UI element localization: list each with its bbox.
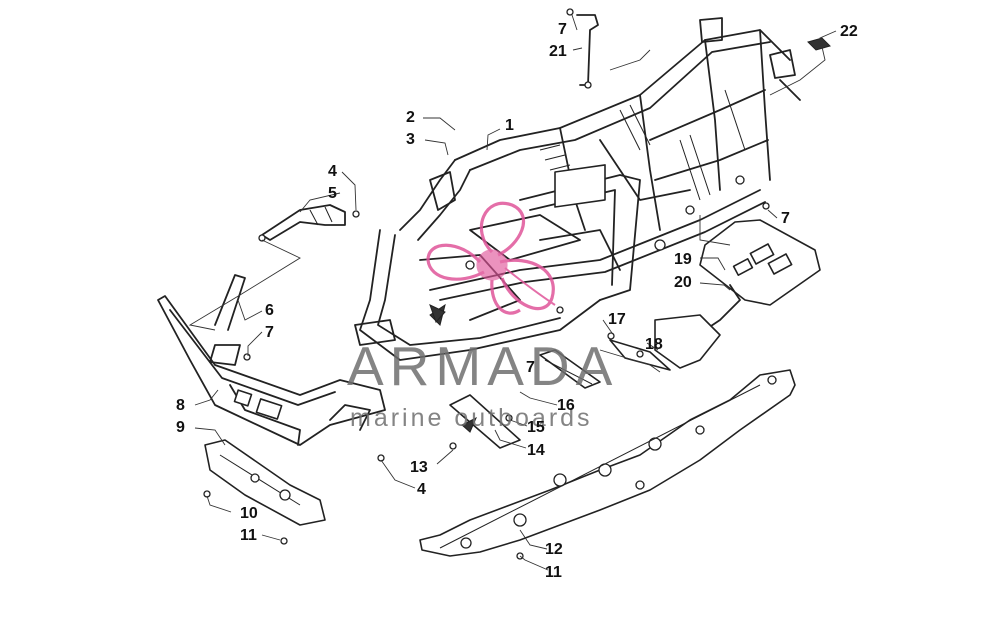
callout-13: 13 (410, 459, 428, 476)
callout-4-top: 4 (328, 163, 337, 180)
callout-16: 16 (557, 397, 575, 414)
callout-21: 21 (549, 43, 567, 60)
callout-8: 8 (176, 397, 185, 414)
upright-rod (576, 14, 599, 89)
front-bumper (157, 274, 386, 446)
front-bracket (258, 204, 346, 242)
decal (807, 37, 831, 51)
callout-11-right: 11 (545, 564, 562, 581)
fasteners (203, 8, 770, 560)
front-skid (204, 439, 326, 526)
callout-7-left: 7 (265, 324, 274, 341)
callout-6: 6 (265, 302, 274, 319)
callout-4-bottom: 4 (417, 481, 426, 498)
footwell-plates (429, 304, 601, 449)
callout-20: 20 (674, 274, 692, 291)
callout-3: 3 (406, 131, 415, 148)
callout-17: 17 (608, 311, 626, 328)
callout-15: 15 (527, 419, 545, 436)
callout-7-center: 7 (526, 359, 535, 376)
callout-7-top: 7 (558, 21, 567, 38)
callout-5: 5 (328, 185, 337, 202)
callout-2: 2 (406, 109, 415, 126)
callout-1: 1 (505, 117, 514, 134)
callout-9: 9 (176, 419, 185, 436)
watermark-logo (426, 201, 556, 315)
callout-11-left: 11 (240, 527, 257, 544)
callout-19: 19 (674, 251, 692, 268)
callout-14: 14 (527, 442, 545, 459)
footrest-bracket (609, 314, 721, 371)
watermark-brand: ARMADA (347, 335, 619, 397)
main-skid-plate (419, 369, 796, 557)
watermark-tagline: marine outboards (350, 404, 593, 432)
callout-7-right: 7 (781, 210, 790, 227)
leader-lines (188, 14, 837, 571)
main-frame (354, 17, 801, 361)
callout-18: 18 (645, 336, 663, 353)
callout-10: 10 (240, 505, 258, 522)
rear-plate (699, 219, 821, 331)
callout-22: 22 (840, 23, 858, 40)
callout-12: 12 (545, 541, 563, 558)
